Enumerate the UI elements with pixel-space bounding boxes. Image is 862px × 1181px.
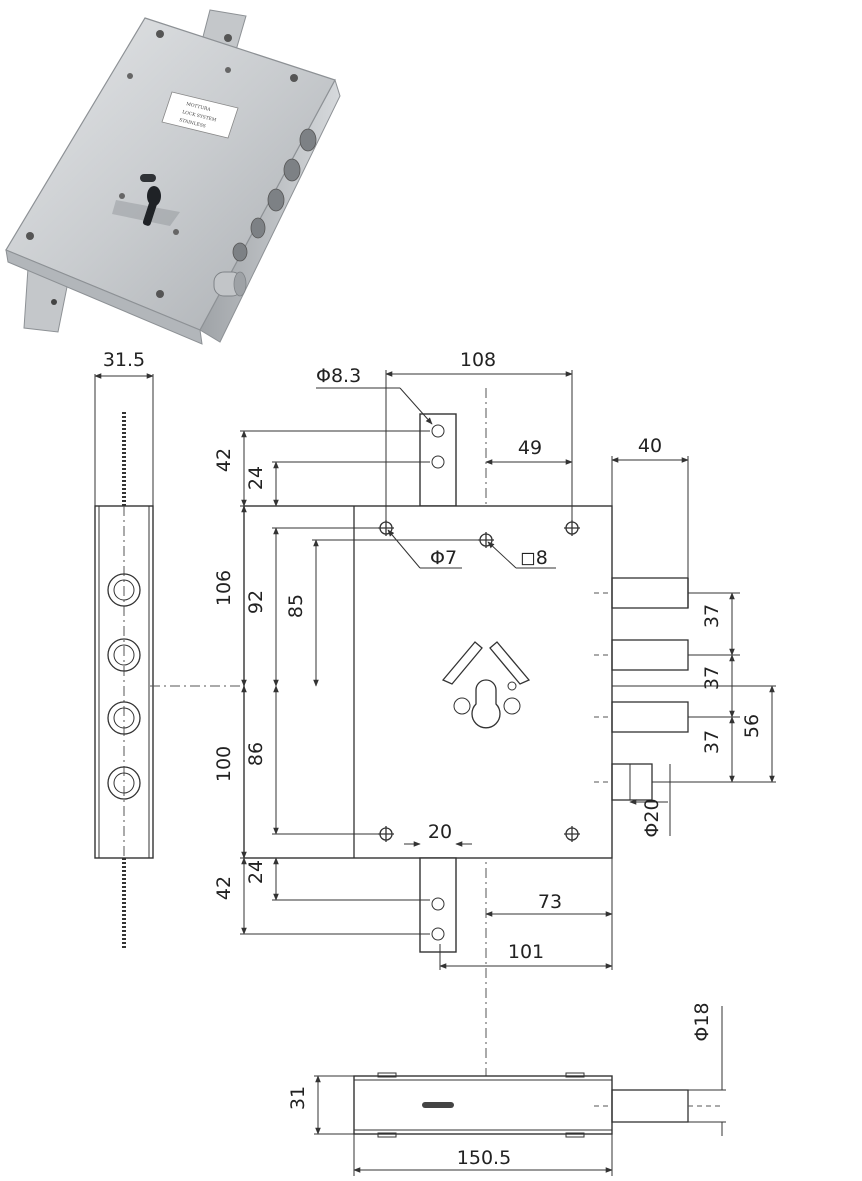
- dim-31-5: 31.5: [103, 349, 145, 371]
- photo-bolts: [232, 128, 317, 262]
- dim-gap-20: 20: [428, 821, 452, 843]
- dim-bottom-42: 42: [213, 876, 235, 900]
- dim-pitch-1: 37: [701, 604, 723, 628]
- photo-latch-cylinder: [213, 271, 247, 297]
- dim-pitch-2: 37: [701, 666, 723, 690]
- dim-pitch-3: 37: [701, 730, 723, 754]
- dim-top-42: 42: [213, 448, 235, 472]
- dim-106: 106: [213, 570, 235, 606]
- dim-square-8: ◻8: [520, 547, 548, 569]
- dim-56: 56: [741, 714, 763, 738]
- dim-40: 40: [638, 435, 662, 457]
- brand-label: MOTTURA LOCK SYSTEM STAINLESS: [161, 91, 239, 139]
- dim-bolt-diameter-20: Φ20: [641, 798, 663, 837]
- dim-31: 31: [287, 1086, 309, 1110]
- dim-top-24: 24: [245, 466, 267, 490]
- dim-latch-diameter: Φ8.3: [316, 365, 361, 387]
- cylinder-profile: [441, 641, 531, 729]
- dim-86: 86: [245, 742, 267, 766]
- lock-photo: MOTTURA LOCK SYSTEM STAINLESS: [5, 9, 341, 345]
- dim-108: 108: [460, 349, 496, 371]
- dim-92: 92: [245, 590, 267, 614]
- dim-hole-7: Φ7: [430, 547, 457, 569]
- dim-150-5: 150.5: [457, 1147, 511, 1169]
- side-view: 31.5: [94, 349, 154, 950]
- dim-101: 101: [508, 941, 544, 963]
- dim-85: 85: [285, 594, 307, 618]
- photo-keyhole: [112, 174, 180, 226]
- fixing-holes: [378, 520, 580, 842]
- dim-bottom-24: 24: [245, 860, 267, 884]
- front-view: Φ8.3 108 49 40 42 24 106 92 85: [213, 349, 776, 1076]
- dim-diameter-18: Φ18: [691, 1002, 713, 1041]
- dim-100: 100: [213, 746, 235, 782]
- bottom-view: Φ18 31 150.5: [287, 1002, 726, 1176]
- dim-73: 73: [538, 891, 562, 913]
- dim-49: 49: [518, 437, 542, 459]
